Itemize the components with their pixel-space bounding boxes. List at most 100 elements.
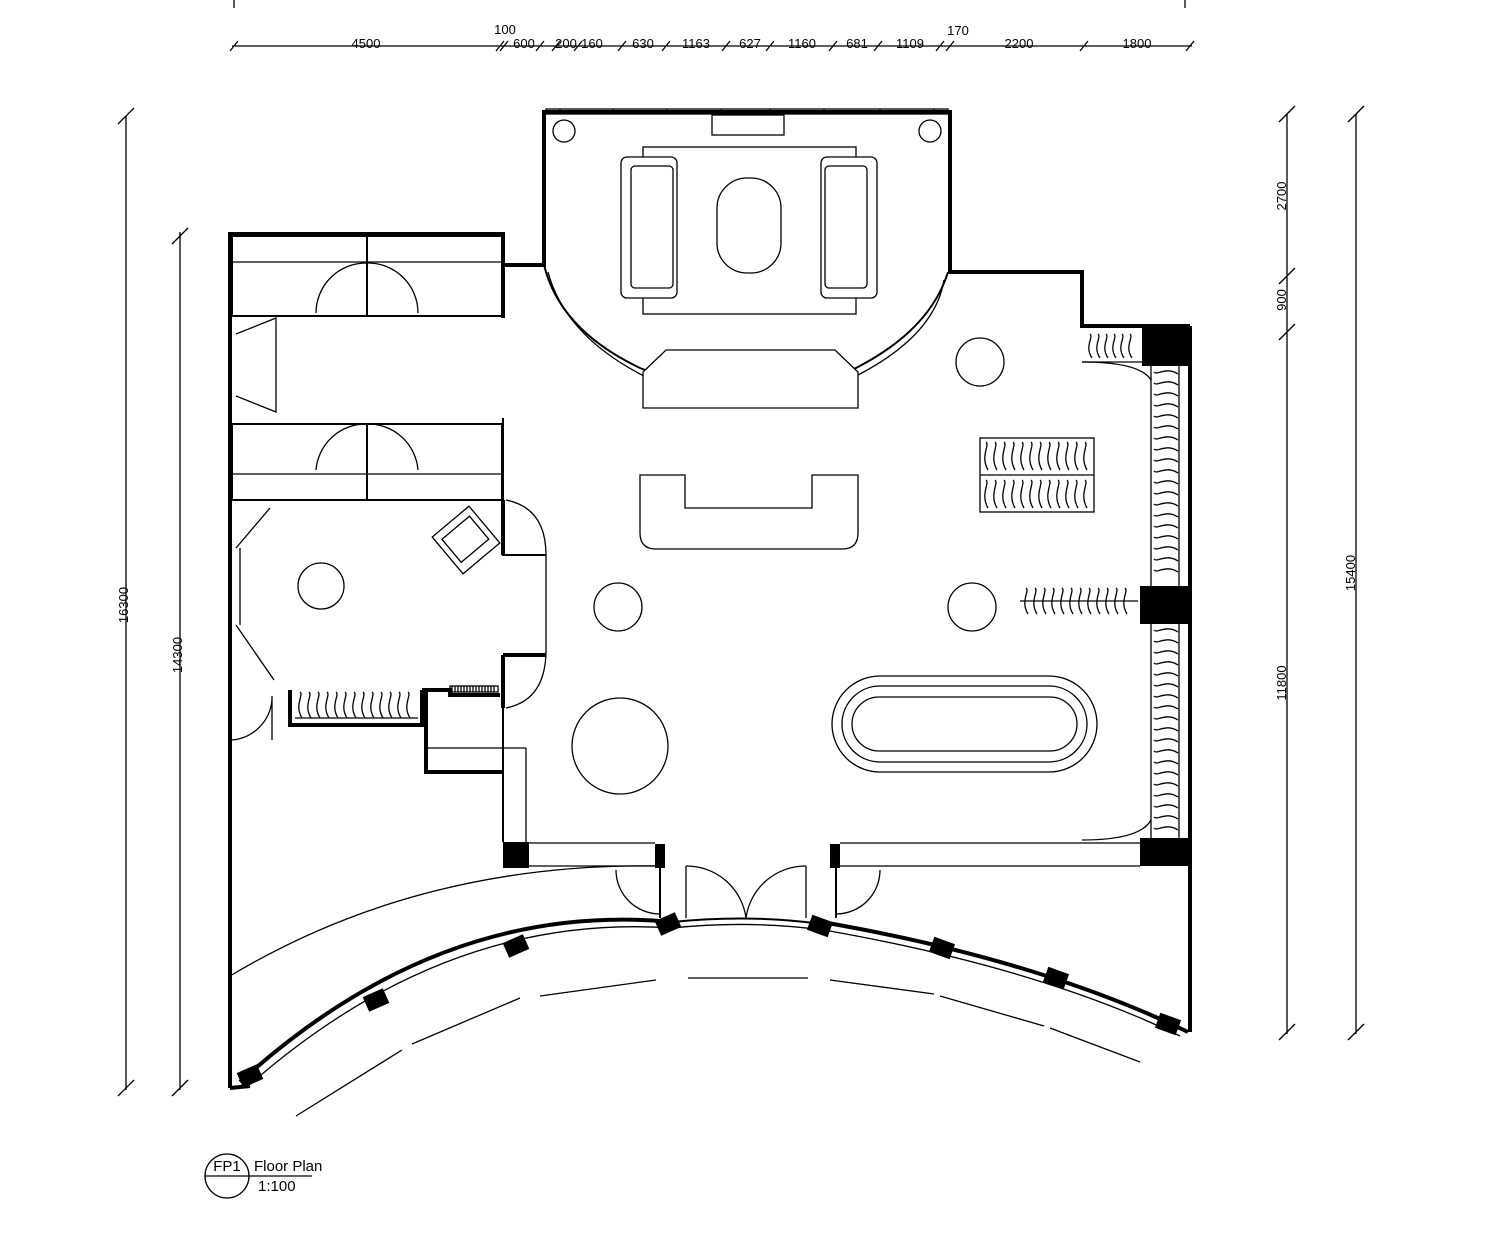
hanger-icon [1153,557,1179,562]
lounge-bay [543,108,949,409]
hanger-icon [1153,403,1179,408]
hanger-icon [334,691,339,719]
hanger-icon [1153,447,1179,452]
hanger-icon [1153,749,1179,754]
column [362,988,390,1012]
hanger-icon [397,691,402,719]
hanger-icon [993,479,998,509]
dimension-tick [945,40,955,52]
hanger-icon [1153,727,1179,732]
hanger-icon [1051,587,1056,615]
hanger-icon [1096,333,1101,359]
hanger-icon [1020,479,1025,509]
hanger-icon [1153,535,1179,540]
hanger-icon [1083,479,1088,509]
dim-627: 627 [739,36,761,51]
top-dimension-chain: 4500 100 600 200 160 630 1163 627 1160 6… [229,0,1195,52]
hanger-icon [1153,771,1179,776]
entry-door-left-side [615,869,661,915]
dimension-tick [499,40,509,52]
hanger-icon [1153,502,1179,507]
dim-160: 160 [581,36,603,51]
vip-table [297,562,345,610]
dim-4500: 4500 [352,36,381,51]
dim-681: 681 [846,36,868,51]
hanger-icon [1069,587,1074,615]
dim-170: 170 [947,23,969,38]
hanger-icon [1153,381,1179,386]
hanger-icon [1153,513,1179,518]
hanger-icon [1042,587,1047,615]
hanger-icon [1153,480,1179,485]
hanger-icon [1153,683,1179,688]
hanger-icon [1074,479,1079,509]
dimension-tick [1185,40,1195,52]
hanger-icon [1029,441,1034,471]
fitting-door-3 [315,423,367,471]
hanger-icon [1074,441,1079,471]
hanger-icon [1078,587,1083,615]
hanger-icon [1038,479,1043,509]
dimension-tick [617,40,627,52]
hanger-icon [1038,441,1043,471]
dim-1800: 1800 [1123,36,1152,51]
column [1154,1012,1182,1036]
hanger-icon [1105,587,1110,615]
hanger-icon [1153,414,1179,419]
hanger-icon [1153,826,1179,831]
fitting-door-2 [367,262,419,314]
hanger-icon [379,691,384,719]
sales-floor [571,337,1138,795]
hanger-icon [1047,441,1052,471]
hanger-icon [1011,441,1016,471]
hanger-icon [1020,441,1025,471]
storefront [229,842,1189,1090]
hanger-icon [1029,479,1034,509]
entry-door-right-side [835,869,881,915]
hanger-icon [1128,333,1133,359]
main-door-left [685,865,747,919]
drawing-scale: 1:100 [258,1178,296,1195]
window-mullions [559,109,935,114]
column [654,912,682,936]
dimension-tick [935,40,945,52]
hanger-icon [1153,546,1179,551]
column [1042,966,1070,990]
dimension-tick [873,40,883,52]
dim-1109: 1109 [896,36,924,51]
hanger-icon [1153,639,1179,644]
hanger-icon [1065,479,1070,509]
dim-900: 900 [1274,289,1289,311]
dimension-tick [535,40,545,52]
hanger-icon [1056,441,1061,471]
hanger-icon [316,691,321,719]
hanger-icon [307,691,312,719]
drawing-title: Floor Plan [254,1158,322,1175]
hanger-icon [388,691,393,719]
column [236,1064,264,1088]
dimension-tick [765,40,775,52]
title-block: FP1 Floor Plan 1:100 [204,1153,322,1199]
cashier-counter [639,474,859,550]
hanger-icon [1153,392,1179,397]
hanger-icon [352,691,357,719]
display-rail [449,685,499,693]
column [806,914,834,938]
hanger-icon [1011,479,1016,509]
center-rack [979,437,1095,513]
hanger-icon [1153,650,1179,655]
hanger-icon [1153,661,1179,666]
vip-room [231,499,546,842]
dimension-tick [661,40,671,52]
coffee-table [716,177,782,274]
hanger-icon [1153,469,1179,474]
hanger-icon [1083,441,1088,471]
left-dimensions: 16300 14300 [116,107,189,1097]
dimension-tick [229,40,239,52]
hanger-icon [1153,672,1179,677]
storefront-arc-dimensions [295,977,1141,1117]
hanger-icon [1033,587,1038,615]
hanger-icon [1120,333,1125,359]
sofa-left [620,156,678,299]
hanger-icon [1065,441,1070,471]
